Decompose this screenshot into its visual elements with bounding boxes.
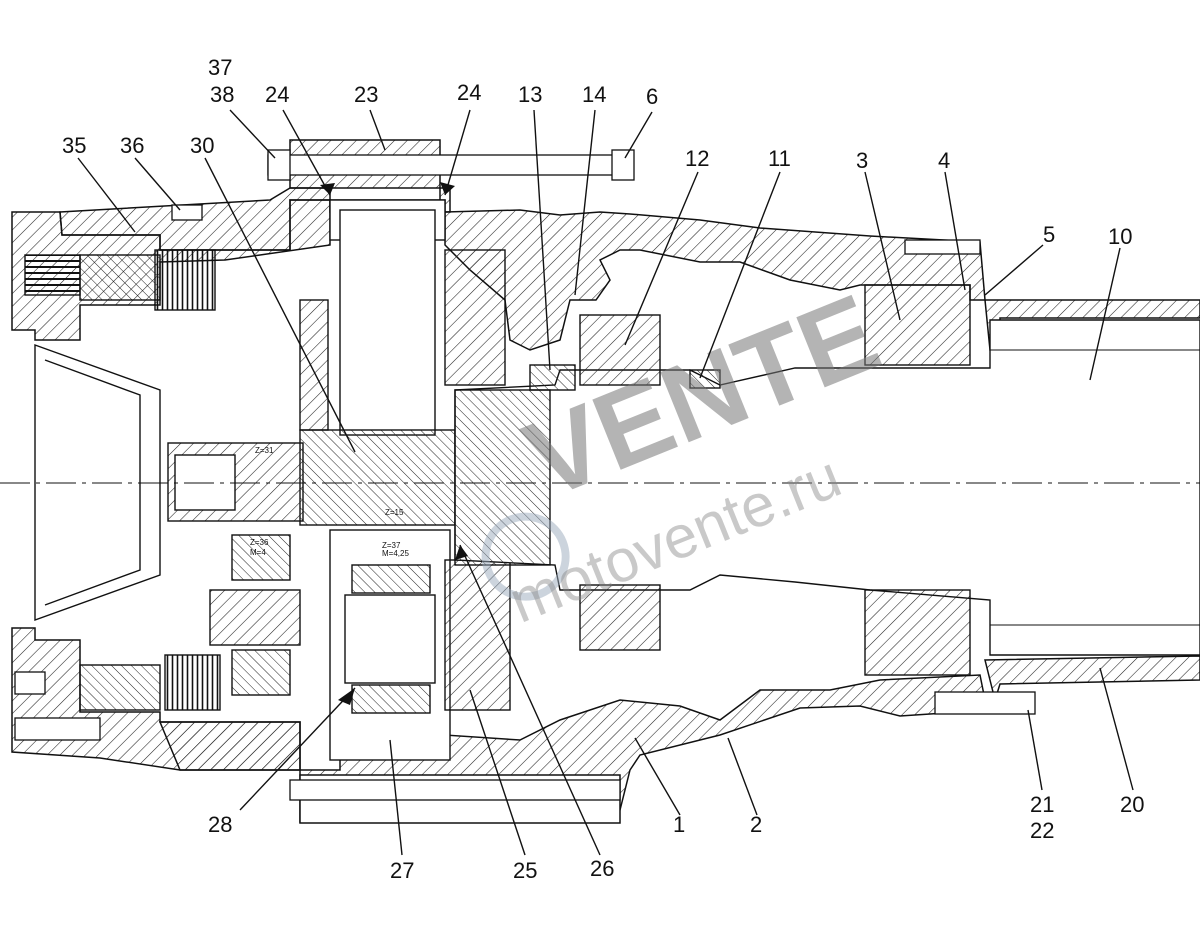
callout-3: 3 <box>856 148 868 173</box>
arrowheads <box>320 182 468 705</box>
bolt-right-upper <box>904 239 981 255</box>
leader-lines <box>77 109 1134 856</box>
carrier-hub <box>444 249 506 386</box>
callout-14: 14 <box>582 82 606 107</box>
callout-37: 37 <box>208 55 232 80</box>
callout-21: 21 <box>1030 792 1054 817</box>
brake-disc-pack-lower <box>164 654 221 711</box>
spring-pack <box>24 254 81 296</box>
main-bearing-left-lower <box>579 584 661 651</box>
callout-26: 26 <box>590 856 614 881</box>
main-bearing-left-upper <box>579 314 661 386</box>
gear-label: Z=31 <box>255 446 274 455</box>
gear-labels: Z=31 Z=15 Z=36 M=4 Z=37 M=4,25 <box>250 446 409 558</box>
callout-6: 6 <box>646 84 658 109</box>
output-shaft-spline <box>454 389 551 566</box>
callout-2: 2 <box>750 812 762 837</box>
output-shaft <box>0 284 1200 676</box>
lower-gear <box>209 589 301 646</box>
gear-label: M=4,25 <box>382 549 409 558</box>
callout-25: 25 <box>513 858 537 883</box>
piston-lower <box>79 664 161 711</box>
bolt-left-lower <box>14 717 101 741</box>
bolt-head-left <box>267 149 291 181</box>
callout-22: 22 <box>1030 818 1054 843</box>
callout-28: 28 <box>208 812 232 837</box>
brake-disc-pack-upper <box>154 249 216 311</box>
plug-top <box>171 204 203 221</box>
ring-gear-body <box>339 209 436 436</box>
callout-13: 13 <box>518 82 542 107</box>
spacer-ring <box>689 369 721 389</box>
callout-24: 24 <box>265 82 289 107</box>
gear-label: Z=37 <box>382 541 401 550</box>
callout-numbers: 37 38 24 23 24 13 14 6 35 36 30 12 11 3 … <box>62 55 1144 883</box>
planet-bearing-upper <box>351 564 431 594</box>
planet-pin <box>344 594 436 684</box>
piston-upper <box>79 254 161 301</box>
callout-38: 38 <box>210 82 234 107</box>
callout-5: 5 <box>1043 222 1055 247</box>
callout-23: 23 <box>354 82 378 107</box>
callout-20: 20 <box>1120 792 1144 817</box>
main-bearing-right-upper <box>864 284 971 366</box>
bolt-top <box>267 154 634 176</box>
callout-35: 35 <box>62 133 86 158</box>
callout-12: 12 <box>685 146 709 171</box>
callout-1: 1 <box>673 812 685 837</box>
callout-24: 24 <box>457 80 481 105</box>
bolt-bottom <box>289 779 621 801</box>
plug-left <box>14 671 46 695</box>
planet-gear-upper <box>299 299 329 431</box>
planetary-section <box>24 199 511 761</box>
gear-label: M=4 <box>250 548 266 557</box>
callout-30: 30 <box>190 133 214 158</box>
gear-label: Z=15 <box>385 508 404 517</box>
callout-11: 11 <box>768 146 791 171</box>
lower-bearing-a <box>231 534 291 581</box>
sun-gear-shaft <box>299 429 456 526</box>
callout-27: 27 <box>390 858 414 883</box>
callout-4: 4 <box>938 148 950 173</box>
planet-bearing-lower <box>351 684 431 714</box>
seal-ring <box>529 364 576 391</box>
lower-bearing-b <box>231 649 291 696</box>
gear-label: Z=36 <box>250 538 269 547</box>
bolt-head-right <box>611 149 635 181</box>
callout-36: 36 <box>120 133 144 158</box>
callout-10: 10 <box>1108 224 1132 249</box>
watermark-logo-icon <box>481 512 570 601</box>
bolt-right-lower <box>934 691 1036 715</box>
main-bearing-right-lower <box>864 589 971 676</box>
